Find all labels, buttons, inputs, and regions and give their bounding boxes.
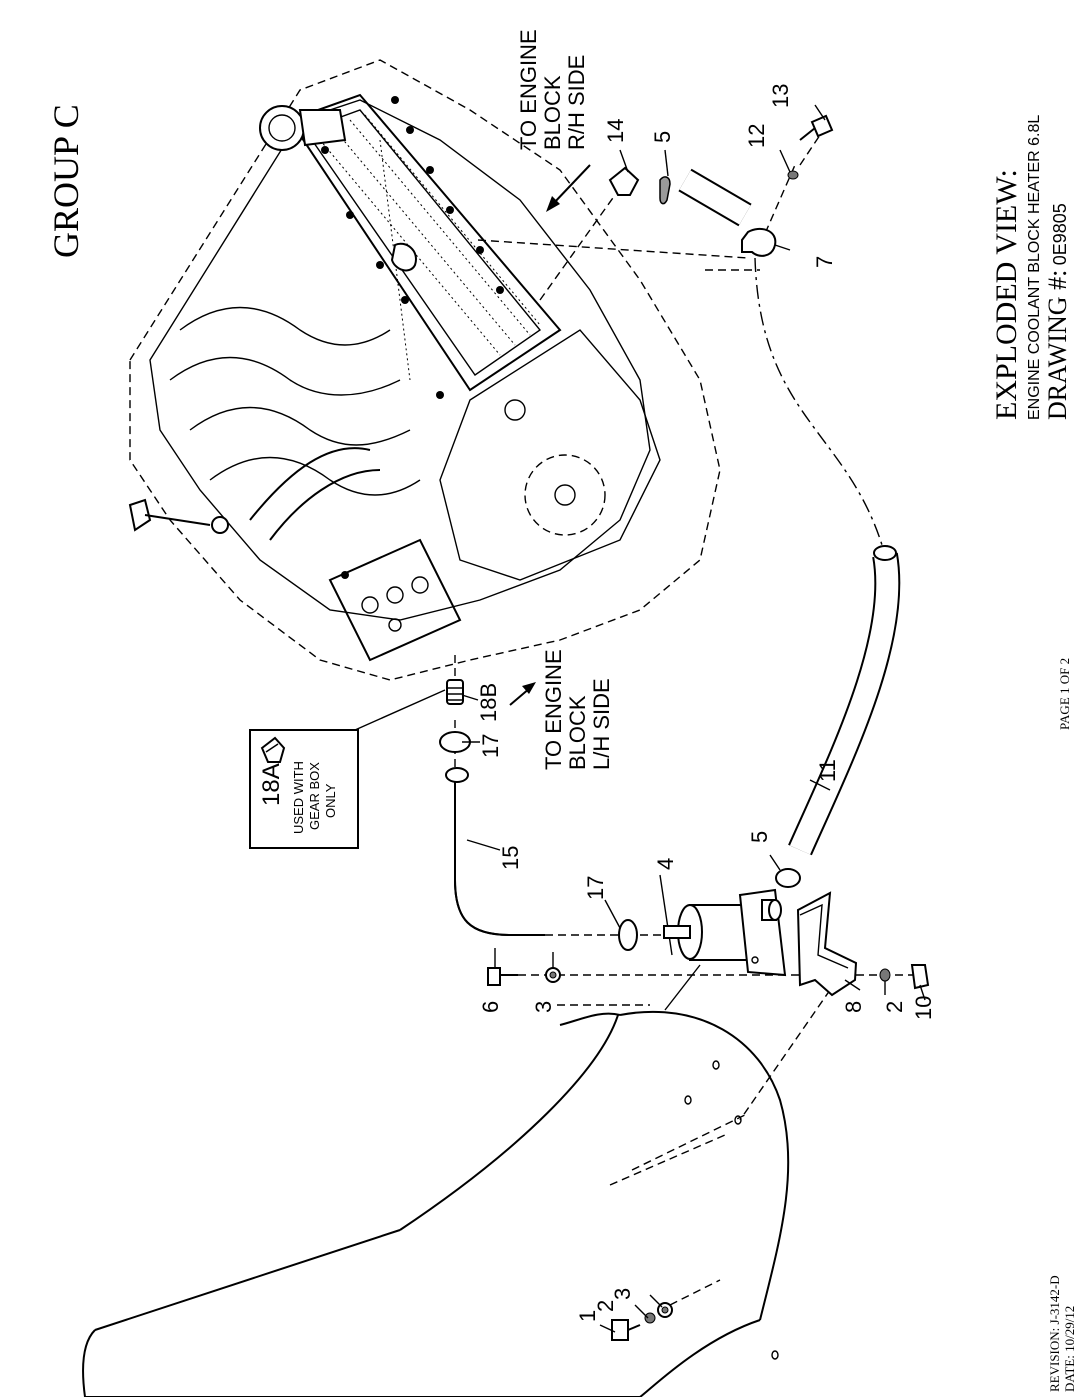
part-number-10: 10 (911, 995, 936, 1020)
part-number-14: 14 (603, 118, 628, 143)
part-number-2a: 2 (593, 1299, 618, 1312)
part-number-15: 15 (498, 845, 523, 870)
fitting-18b (446, 679, 464, 705)
view-subtitle: ENGINE COOLANT BLOCK HEATER 6.8L (1026, 114, 1043, 420)
part-number-8: 8 (841, 1000, 866, 1013)
callout-rh-line-2: BLOCK (540, 75, 565, 150)
part-number-3a: 3 (610, 1287, 635, 1300)
group-title: GROUP C (46, 104, 86, 258)
callout-rh-line-1: TO ENGINE (516, 29, 541, 150)
block-heater (663, 888, 787, 977)
clamp-17-heater (618, 919, 638, 951)
bracket-8 (796, 891, 858, 997)
view-title: EXPLODED VIEW: (990, 169, 1023, 420)
assembly-lines (354, 134, 915, 1186)
inset-note-line-2: GEAR BOX (307, 762, 322, 830)
hardware-heater (487, 964, 930, 990)
part-number-17b: 17 (478, 733, 503, 758)
engine-outline (128, 59, 721, 681)
inset-part-number: 18A (258, 763, 285, 806)
drawing-label: DRAWING #: (1043, 269, 1072, 420)
clamp-5-hose (775, 868, 801, 888)
drawing-number: 0E9805 (1050, 203, 1070, 266)
part-number-11: 11 (815, 759, 840, 782)
inset-box (249, 729, 359, 849)
part-number-4: 4 (653, 857, 678, 870)
elbow-14 (608, 166, 640, 196)
inset-note-line-1: USED WITH (291, 761, 306, 834)
part-number-13: 13 (768, 83, 793, 108)
part-number-5a: 5 (747, 830, 772, 843)
part-number-3b: 3 (531, 1000, 556, 1013)
part-number-6: 6 (478, 1000, 503, 1013)
drawing-number-row: DRAWING #: 0E9805 (1043, 203, 1072, 420)
date-label: DATE: 10/29/12 (1062, 1305, 1077, 1392)
part-number-7: 7 (812, 255, 837, 268)
callout-rh-line-3: R/H SIDE (564, 54, 589, 150)
callout-lh-line-2: BLOCK (565, 695, 590, 770)
part-number-12: 12 (744, 123, 769, 148)
part-number-2b: 2 (882, 1000, 907, 1013)
page-indicator: PAGE 1 OF 2 (1057, 657, 1072, 730)
part-number-5b: 5 (650, 130, 675, 143)
frame-rail (82, 1010, 790, 1397)
inset-note-line-3: ONLY (323, 783, 338, 818)
callout-lh-line-3: L/H SIDE (589, 678, 614, 770)
direction-arrows (509, 164, 591, 706)
callout-lh-line-1: TO ENGINE (541, 649, 566, 770)
part-number-17a: 17 (583, 875, 608, 900)
revision-label: REVISION: J-3142-D (1047, 1275, 1062, 1392)
clamp-7 (741, 227, 777, 257)
part-number-18b: 18B (476, 682, 501, 722)
leader-lines (461, 104, 926, 1333)
